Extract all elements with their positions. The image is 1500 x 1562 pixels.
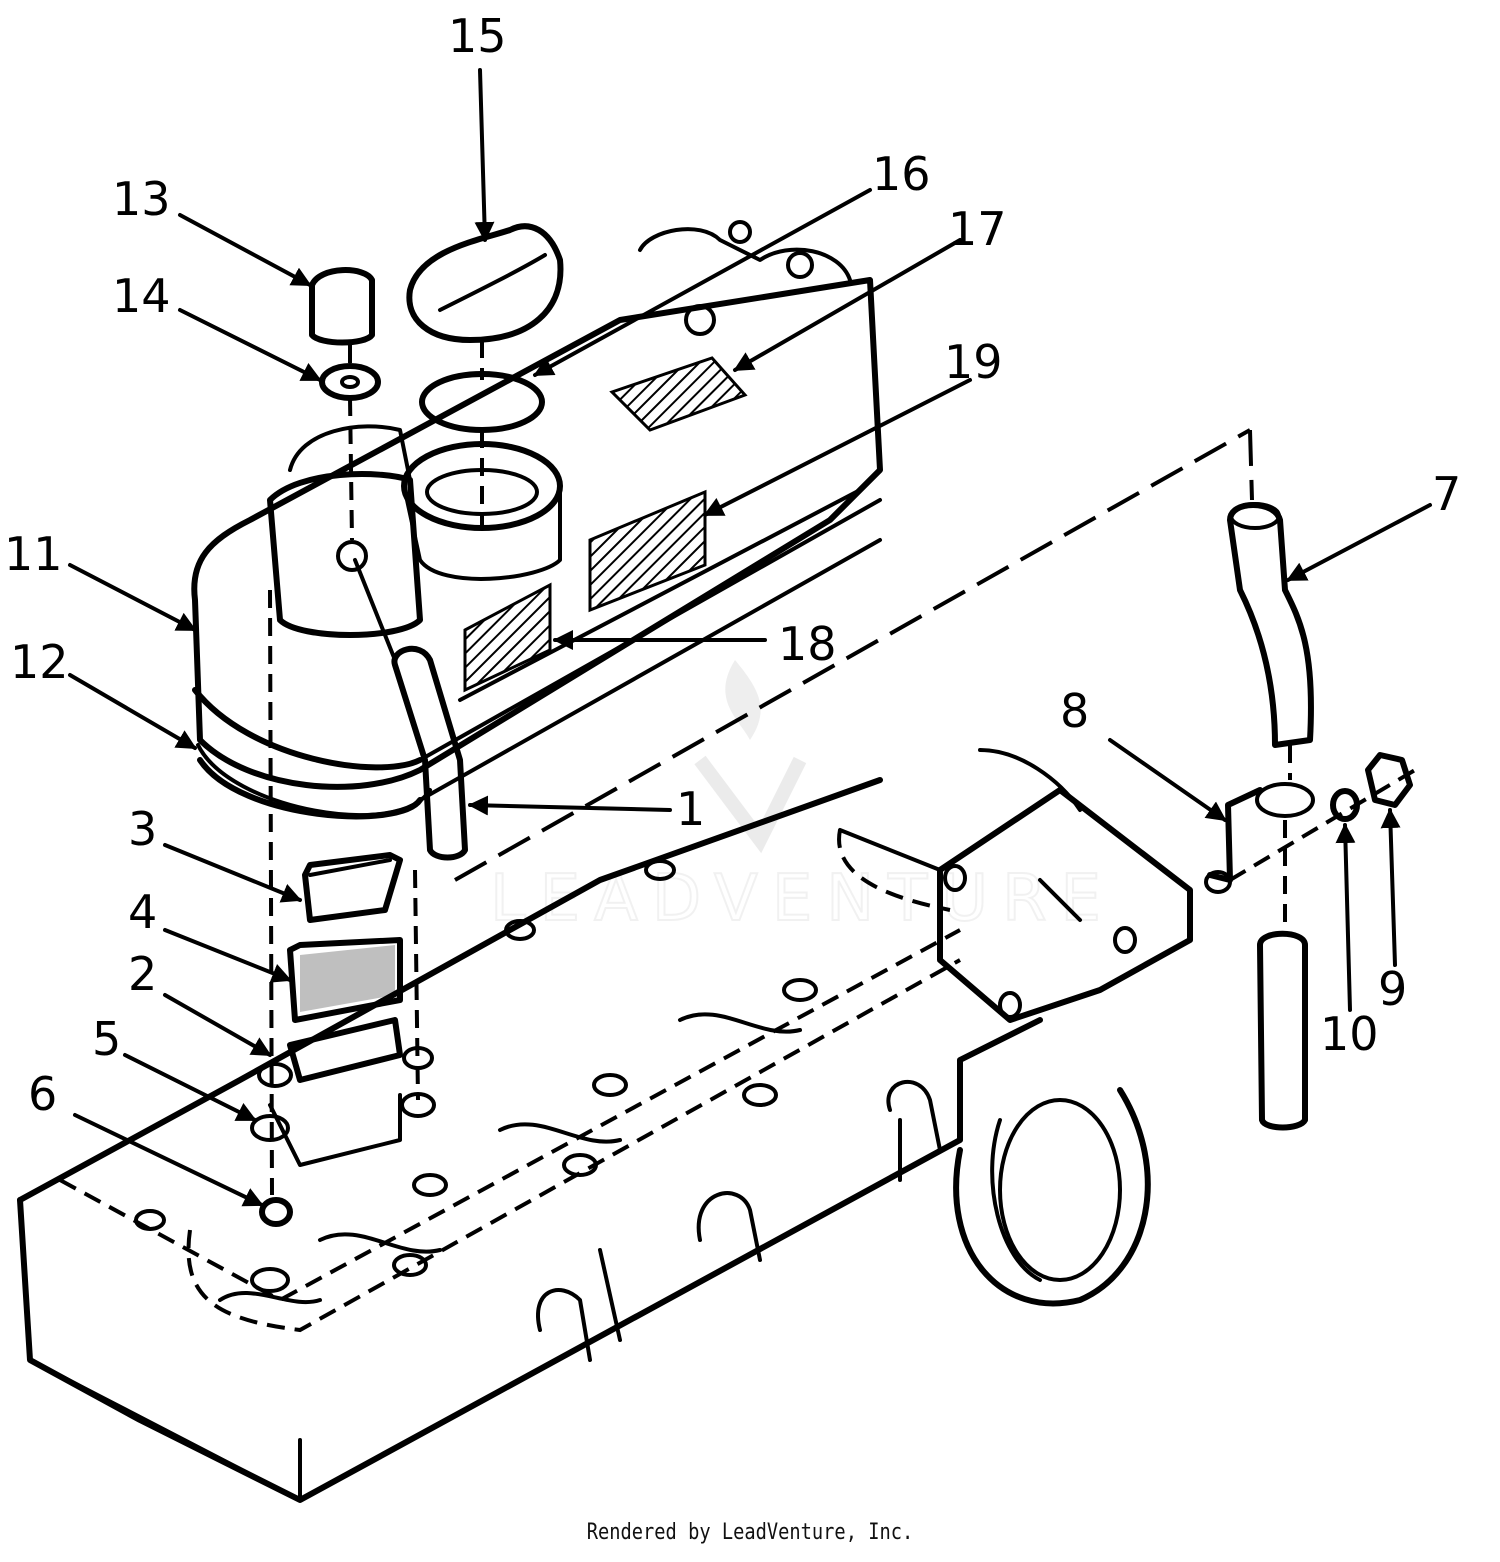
washer [319, 363, 381, 401]
label-1: 1 [676, 782, 705, 836]
label-14: 14 [112, 269, 171, 323]
drain-tube [1257, 930, 1308, 1131]
label-8: 8 [1060, 684, 1089, 738]
rocker-cover [191, 220, 883, 820]
label-10: 10 [1320, 1007, 1379, 1061]
label-17-decal [609, 356, 748, 432]
label-12: 12 [10, 635, 69, 689]
cover-gasket [196, 743, 432, 817]
breather-plate [287, 1017, 403, 1083]
watermark-logo: LEADVENTURE [489, 660, 1115, 937]
label-3: 3 [128, 802, 157, 856]
watermark-text: LEADVENTURE [490, 862, 1115, 936]
leader-lines [68, 68, 1432, 1207]
label-18-decal [463, 582, 552, 693]
label-19-decal [588, 489, 707, 613]
label-7: 7 [1432, 467, 1461, 521]
label-16: 16 [872, 147, 931, 201]
hex-nut [1365, 752, 1413, 808]
hose-clamp [1207, 787, 1263, 883]
label-18: 18 [778, 617, 837, 671]
cap-screw [259, 1197, 293, 1227]
cap-seal-ring [419, 371, 545, 433]
label-13: 13 [112, 172, 171, 226]
label-17: 17 [948, 202, 1007, 256]
oil-filler-cap [406, 223, 564, 343]
label-4: 4 [128, 885, 157, 939]
breather-baffle [302, 852, 403, 923]
label-5: 5 [92, 1012, 121, 1066]
lock-washer [1330, 788, 1360, 822]
label-11: 11 [4, 527, 63, 581]
label-6: 6 [28, 1067, 57, 1121]
label-15: 15 [448, 9, 507, 63]
footer-credit: Rendered by LeadVenture, Inc. [586, 1520, 914, 1545]
vent-hose [1227, 502, 1314, 748]
label-9: 9 [1378, 962, 1407, 1016]
washer-5a [257, 1062, 293, 1088]
breather-filter-element [287, 937, 403, 1023]
label-2: 2 [128, 947, 157, 1001]
label-19: 19 [944, 335, 1003, 389]
part-labels: 15 16 17 19 13 14 11 18 12 7 8 1 3 4 2 5… [4, 9, 1461, 1121]
cap-nut [309, 267, 375, 346]
breather-hose [391, 645, 468, 861]
